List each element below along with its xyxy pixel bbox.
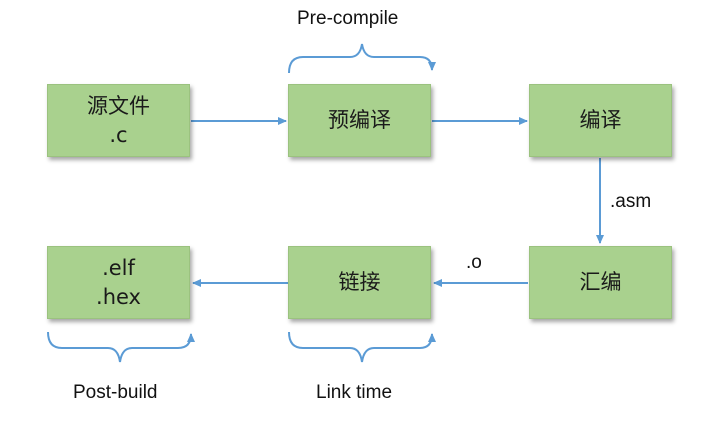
brace-post-build — [47, 331, 195, 363]
node-precompile: 预编译 — [288, 84, 431, 157]
phase-label-post-build: Post-build — [73, 382, 158, 403]
edge-label-o: .o — [466, 252, 482, 273]
node-link-label: 链接 — [338, 270, 381, 294]
node-source-file: 源文件 .c — [47, 84, 190, 157]
node-output-line1: .elf — [102, 255, 135, 280]
brace-precompile — [288, 43, 436, 74]
node-source-file-line1: 源文件 — [87, 93, 150, 118]
node-assemble-label: 汇编 — [579, 270, 622, 294]
node-source-file-line2: .c — [109, 122, 128, 147]
node-precompile-label: 预编译 — [328, 108, 391, 132]
phase-label-precompile: Pre-compile — [297, 8, 399, 29]
node-compile: 编译 — [529, 84, 672, 157]
node-output-line2: .hex — [96, 284, 141, 309]
node-link: 链接 — [288, 246, 431, 319]
node-assemble: 汇编 — [529, 246, 672, 319]
edge-label-asm: .asm — [610, 191, 652, 212]
node-compile-label: 编译 — [579, 108, 622, 132]
phase-label-link-time: Link time — [316, 382, 393, 403]
brace-link-time — [288, 331, 436, 363]
node-output: .elf .hex — [47, 246, 190, 319]
